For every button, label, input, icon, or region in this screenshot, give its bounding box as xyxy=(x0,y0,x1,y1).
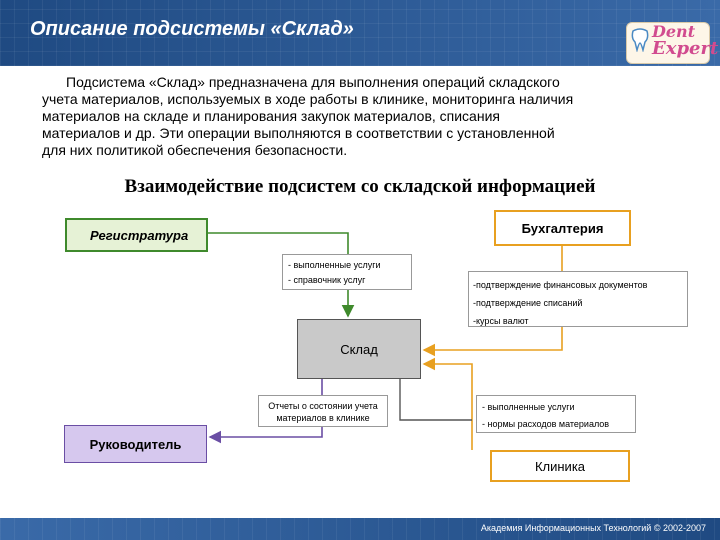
header-bar: Описание подсистемы «Склад» xyxy=(0,0,720,66)
edge-label-line: -подтверждение списаний xyxy=(473,298,583,308)
node-accounting: Бухгалтерия xyxy=(494,210,631,246)
intro-line: Подсистема «Склад» предназначена для вып… xyxy=(66,74,560,90)
edge-label-line: - выполненные услуги xyxy=(288,260,381,270)
intro-paragraph: Подсистема «Склад» предназначена для вып… xyxy=(42,74,682,159)
footer-copyright: Академия Информационных Технологий © 200… xyxy=(480,523,706,533)
edge-label-line: - нормы расходов материалов xyxy=(482,419,610,429)
edge-label-registry: - выполненные услуги - справочник услуг xyxy=(282,254,412,290)
edge-label-clinic: - выполненные услуги - нормы расходов ма… xyxy=(476,395,636,433)
slide-title: Описание подсистемы «Склад» xyxy=(30,18,354,40)
intro-line: материалов и др. Эти операции выполняютс… xyxy=(42,125,555,141)
edge-clinic-to-warehouse xyxy=(422,357,473,450)
edge-label-line: - справочник услуг xyxy=(288,275,366,285)
intro-line: для них политикой обеспечения безопаснос… xyxy=(42,142,348,158)
tooth-icon xyxy=(631,28,649,52)
intro-line: материалов на складе и планирования заку… xyxy=(42,108,500,124)
edge-label-line: - выполненные услуги xyxy=(482,402,575,412)
diagram-title: Взаимодействие подсистем со складской ин… xyxy=(124,176,596,197)
intro-line: учета материалов, используемых в ходе ра… xyxy=(42,91,574,107)
edge-label-line: Отчеты о состоянии учета материалов в кл… xyxy=(268,401,378,423)
edge-warehouse-to-clinic-ref xyxy=(399,379,472,421)
footer-bar: Академия Информационных Технологий © 200… xyxy=(0,518,720,540)
node-clinic: Клиника xyxy=(490,450,630,482)
dent-expert-logo: Dent Expert xyxy=(622,6,718,68)
node-warehouse: Склад xyxy=(297,319,421,379)
edge-label-accounting: -подтверждение финансовых документов -по… xyxy=(468,271,688,327)
edge-label-line: -подтверждение финансовых документов xyxy=(473,280,648,290)
node-director: Руководитель xyxy=(64,425,207,463)
logo-word-dent: Dent xyxy=(652,22,696,41)
node-registry: Регистратура xyxy=(65,218,208,252)
edge-label-line: -курсы валют xyxy=(473,316,529,326)
logo-word-expert: Expert xyxy=(652,38,719,59)
edge-label-director: Отчеты о состоянии учета материалов в кл… xyxy=(258,395,388,427)
